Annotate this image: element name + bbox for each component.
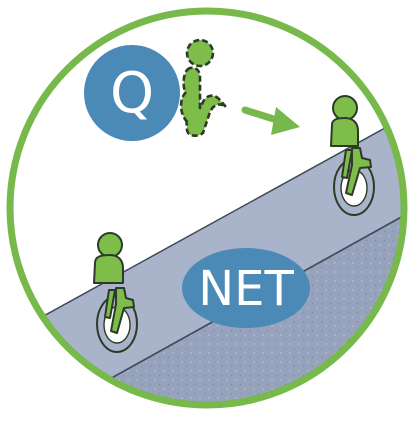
outer-ring	[6, 7, 408, 409]
net-badge-label: NET	[198, 261, 294, 317]
standing-figure-left	[93, 232, 138, 353]
q-badge-label: Q	[110, 62, 154, 127]
net-badge: NET	[182, 248, 310, 328]
waiting-figure-icon	[179, 38, 228, 137]
q-badge: Q	[84, 45, 180, 141]
right-arrow-icon	[241, 106, 300, 135]
standing-person-figure-icon	[93, 232, 135, 334]
standing-person-figure-icon	[330, 95, 372, 196]
standing-figure-right	[330, 95, 375, 216]
